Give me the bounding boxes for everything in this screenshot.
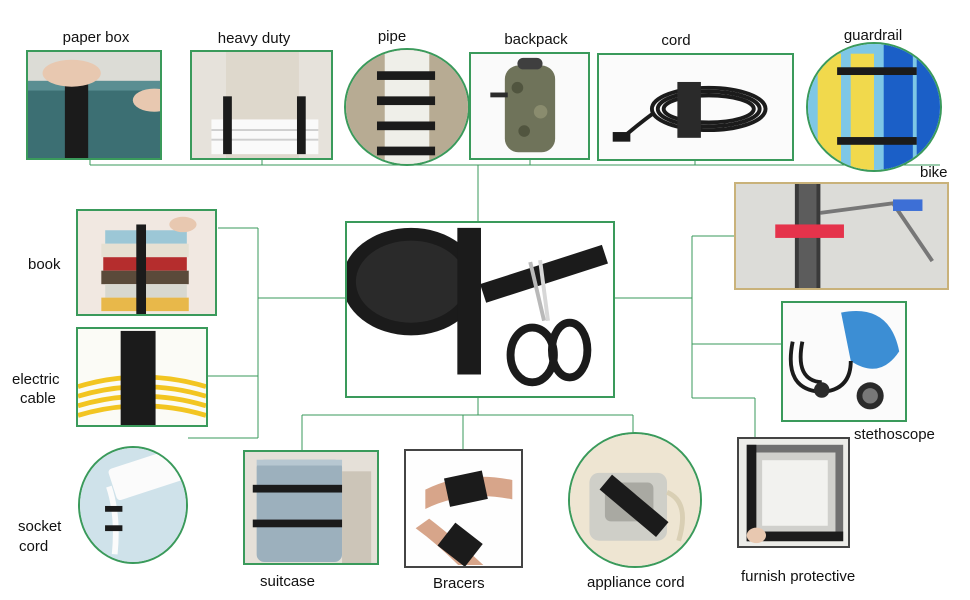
suitcase-photo — [243, 450, 379, 565]
product-strap-roll-photo — [345, 221, 615, 398]
label-guardrail: guardrail — [843, 27, 903, 44]
backpack-photo — [469, 52, 590, 160]
label-book: book — [28, 256, 61, 273]
label-suitcase: suitcase — [260, 573, 316, 590]
paper-box-photo — [26, 50, 162, 160]
furnish-protective-photo — [737, 437, 850, 548]
heavy-duty-photo — [190, 50, 333, 160]
label-appliance-cord: appliance cord — [587, 574, 685, 591]
label-furnish-protective: furnish protective — [741, 568, 856, 585]
label-pipe: pipe — [377, 28, 407, 45]
bracers-photo — [404, 449, 523, 568]
cord-photo — [597, 53, 794, 161]
label-backpack: backpack — [504, 31, 568, 48]
label-stethoscope: stethoscope — [854, 426, 935, 443]
label-cord: cord — [661, 32, 691, 49]
label-bike: bike — [920, 164, 948, 181]
book-photo — [76, 209, 217, 316]
label-paper-box: paper box — [62, 29, 130, 46]
label-electric-cable-line1: electric — [12, 371, 60, 388]
guardrail-photo — [806, 42, 942, 172]
label-bracers: Bracers — [433, 575, 485, 592]
bike-photo — [734, 182, 949, 290]
label-heavy-duty: heavy duty — [217, 30, 291, 47]
socket-cord-photo — [78, 446, 188, 564]
stethoscope-photo — [781, 301, 907, 422]
pipe-photo — [344, 48, 470, 166]
electric-cable-photo — [76, 327, 208, 427]
appliance-cord-photo — [568, 432, 702, 568]
label-socket-cord-line2: cord — [19, 538, 49, 555]
label-electric-cable-line2: cable — [20, 390, 56, 407]
label-socket-cord-line1: socket — [18, 518, 62, 535]
